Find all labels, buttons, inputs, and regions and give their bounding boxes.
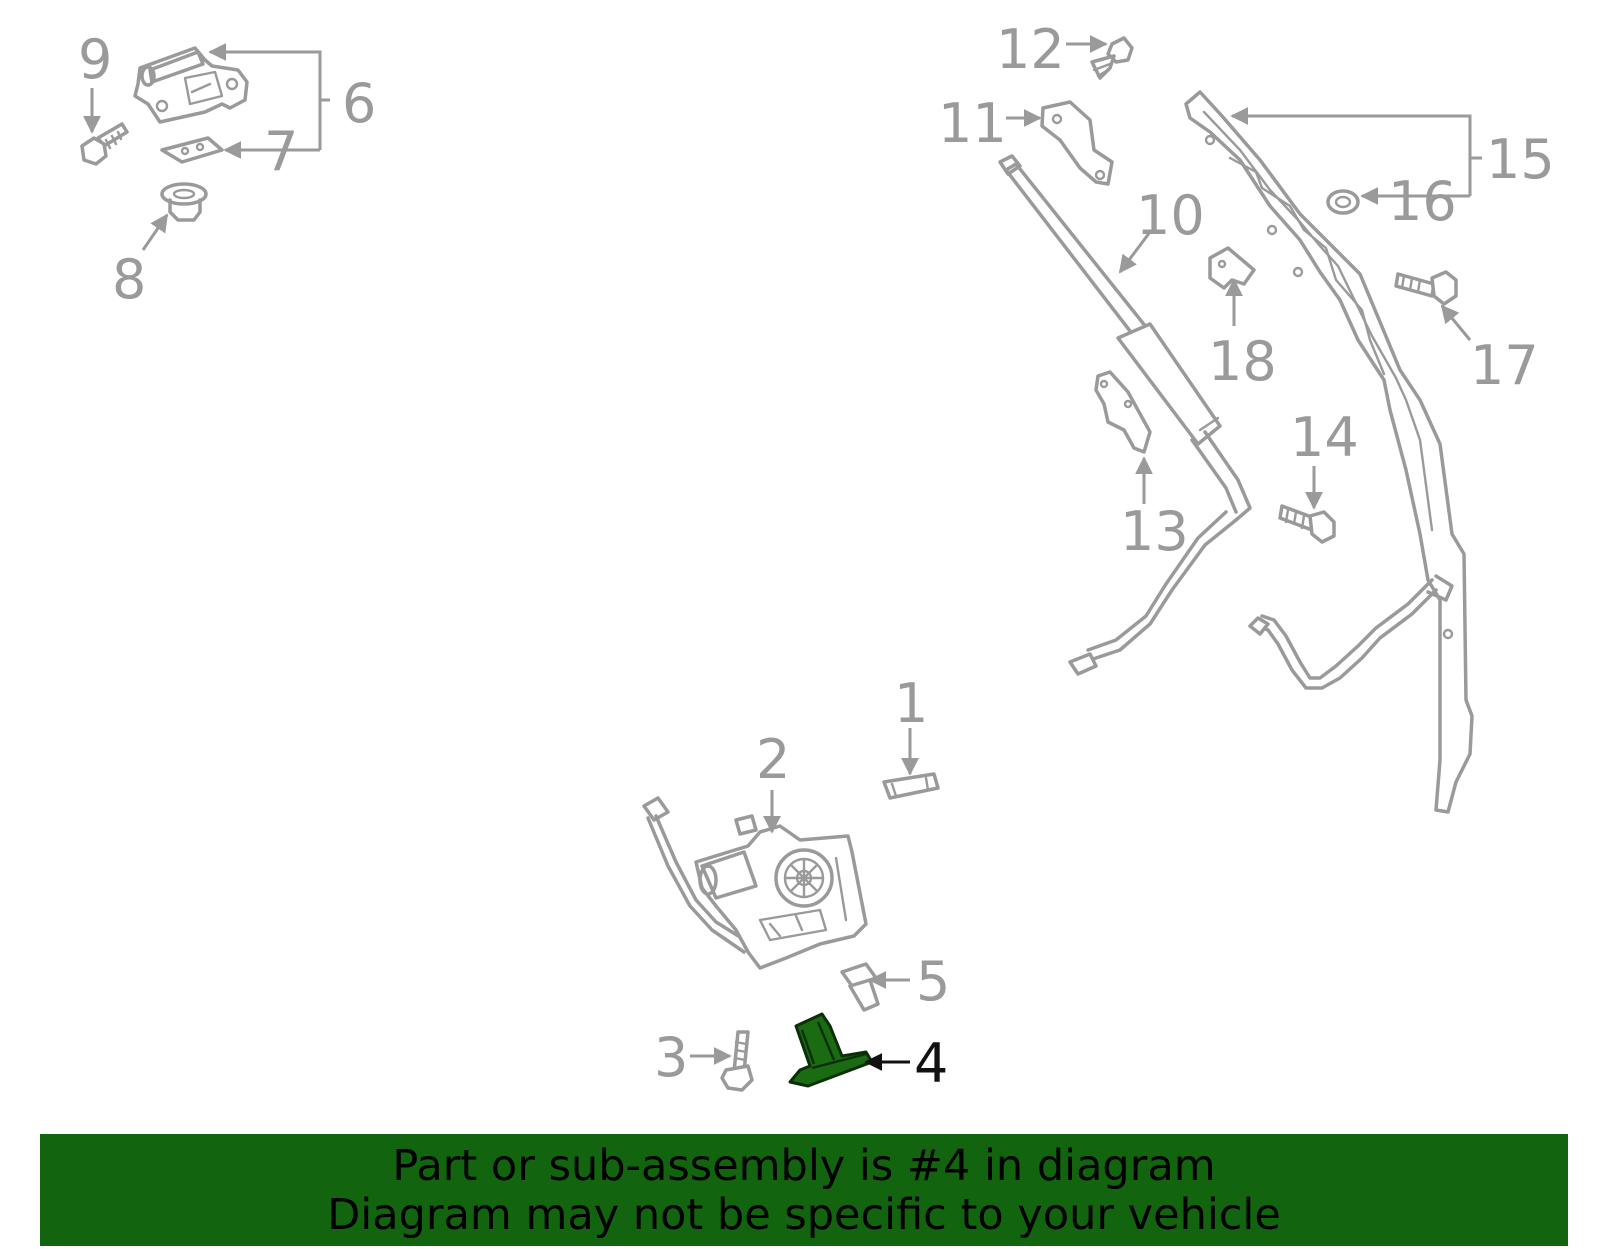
callout-13: 13 bbox=[1120, 500, 1189, 563]
callout-1: 1 bbox=[894, 672, 928, 735]
part-17-bolt[interactable] bbox=[1394, 270, 1458, 306]
callout-4: 4 bbox=[914, 1032, 948, 1095]
part-9-bolt[interactable] bbox=[80, 122, 129, 166]
callout-9: 9 bbox=[78, 28, 112, 91]
part-11-bracket[interactable] bbox=[1040, 100, 1114, 186]
callout-3: 3 bbox=[654, 1026, 688, 1089]
part-16-grommet[interactable] bbox=[1326, 189, 1360, 215]
callout-8: 8 bbox=[112, 248, 146, 311]
part-14-bolt[interactable] bbox=[1278, 504, 1336, 544]
callout-14: 14 bbox=[1290, 406, 1359, 469]
part-3-bolt[interactable] bbox=[720, 1030, 754, 1092]
info-banner: Part or sub-assembly is #4 in diagram Di… bbox=[40, 1134, 1568, 1246]
banner-line-1: Part or sub-assembly is #4 in diagram bbox=[392, 1141, 1216, 1191]
part-1-clip[interactable] bbox=[882, 772, 940, 800]
leaders-upper-right bbox=[1225, 107, 1482, 510]
part-12-bolt[interactable] bbox=[1090, 36, 1134, 80]
callout-17: 17 bbox=[1470, 334, 1539, 397]
banner-line-2: Diagram may not be specific to your vehi… bbox=[327, 1190, 1281, 1240]
part-6-hinge[interactable] bbox=[133, 46, 249, 124]
callout-6: 6 bbox=[342, 72, 376, 135]
callout-18: 18 bbox=[1208, 330, 1277, 393]
leaders-upper-center bbox=[1006, 35, 1153, 504]
leaders-lower bbox=[690, 728, 919, 1071]
part-5-pin[interactable] bbox=[840, 962, 880, 1012]
part-10-strut[interactable] bbox=[998, 154, 1252, 676]
part-2-regulator-motor[interactable] bbox=[642, 796, 868, 970]
part-4-highlighted[interactable] bbox=[788, 1012, 874, 1088]
part-7-shim[interactable] bbox=[160, 136, 224, 164]
callout-16: 16 bbox=[1388, 170, 1457, 233]
callout-12: 12 bbox=[996, 18, 1065, 81]
part-13-bracket[interactable] bbox=[1094, 370, 1152, 454]
callout-2: 2 bbox=[756, 728, 790, 791]
part-18-clip[interactable] bbox=[1208, 246, 1256, 290]
callout-7: 7 bbox=[264, 120, 298, 183]
callout-10: 10 bbox=[1136, 184, 1205, 247]
part-15-channel[interactable] bbox=[1184, 90, 1474, 814]
callout-15: 15 bbox=[1486, 128, 1555, 191]
part-8-nut[interactable] bbox=[160, 182, 208, 222]
leaders-upper-left bbox=[83, 43, 330, 251]
callout-11: 11 bbox=[938, 92, 1007, 155]
callout-5: 5 bbox=[916, 950, 950, 1013]
